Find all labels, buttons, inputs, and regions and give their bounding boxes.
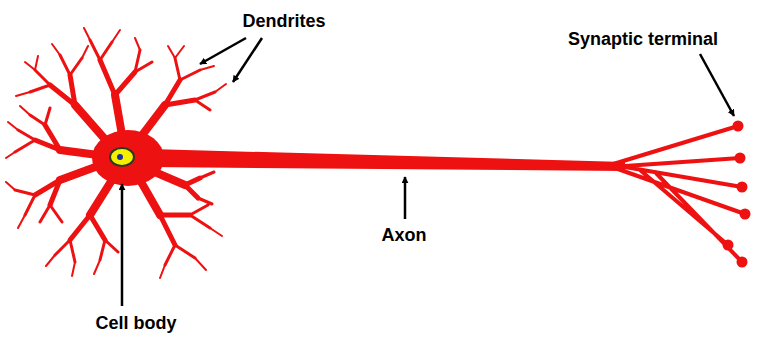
part-label: Dendrites [242, 10, 325, 32]
part-label: Synaptic terminal [568, 28, 718, 50]
synaptic-bulbs [723, 121, 751, 268]
nucleus [110, 148, 134, 166]
axon [150, 149, 625, 171]
leader-arrows [122, 38, 734, 306]
part-label: Axon [382, 224, 427, 246]
nucleolus [117, 154, 123, 160]
part-label: Cell body [95, 312, 176, 334]
axon-terminals [610, 126, 745, 262]
